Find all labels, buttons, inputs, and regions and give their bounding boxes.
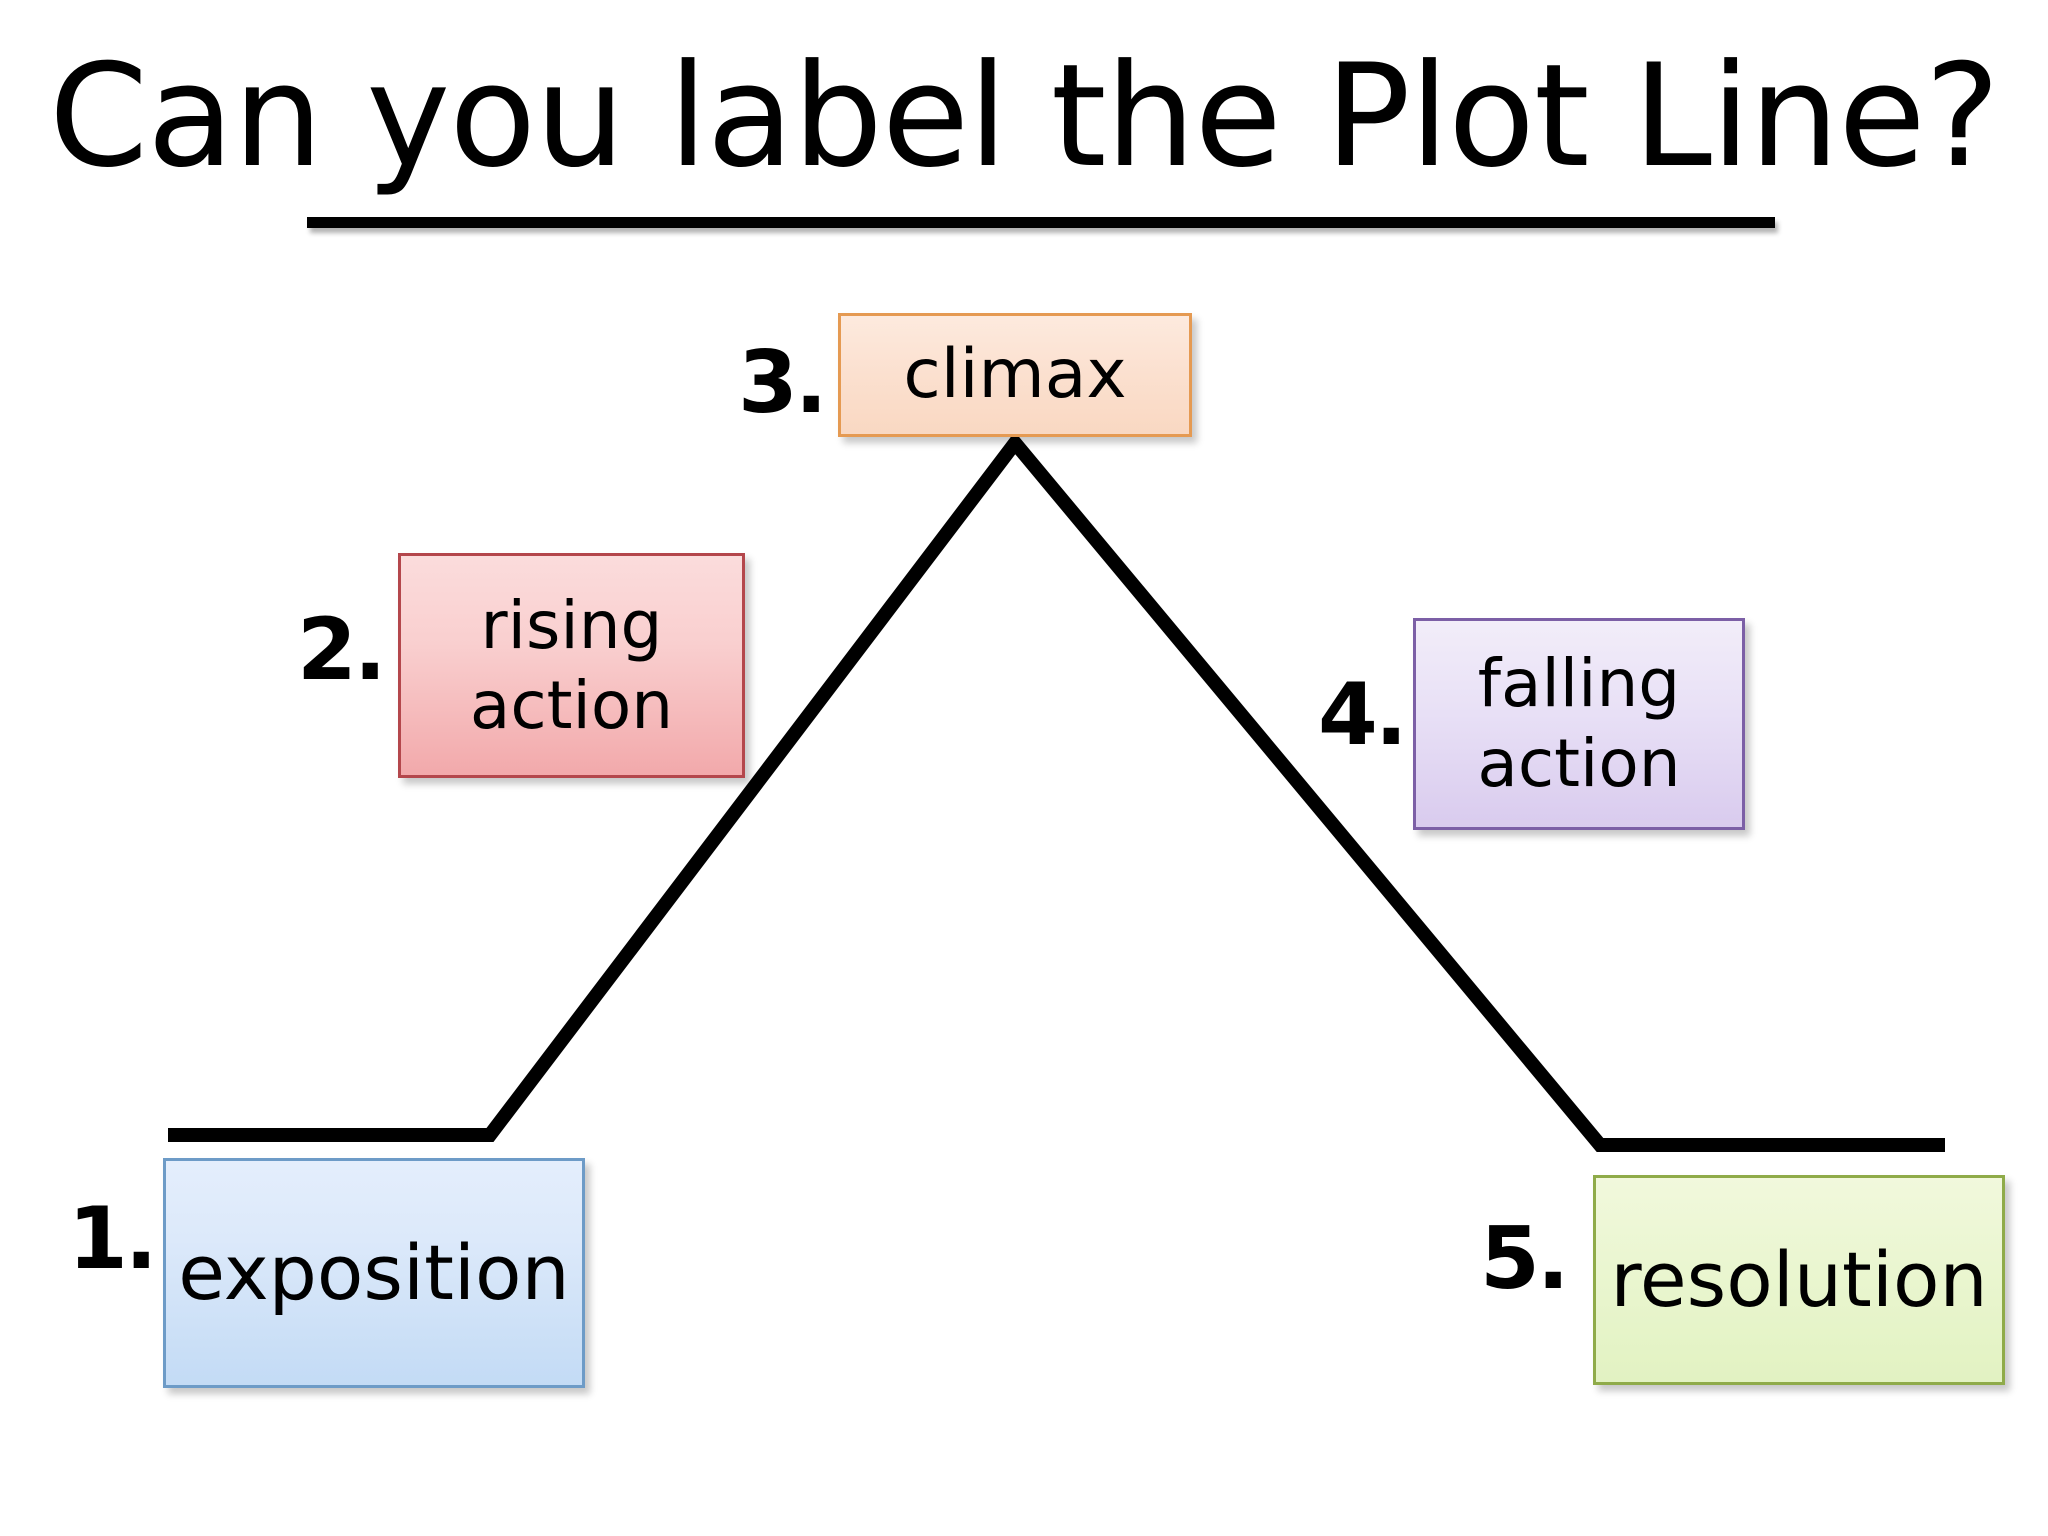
page-title: Can you label the Plot Line?	[48, 34, 2000, 199]
label-box-exposition-text: exposition	[178, 1228, 570, 1317]
step-number-4: 4.	[1318, 665, 1407, 765]
label-box-resolution-text: resolution	[1610, 1235, 1988, 1324]
plot-line-path	[168, 431, 1945, 1152]
label-box-rising-action[interactable]: rising action	[398, 553, 745, 778]
label-box-rising-action-text: rising action	[469, 586, 674, 744]
label-box-resolution[interactable]: resolution	[1593, 1175, 2005, 1385]
step-number-3: 3.	[738, 333, 827, 433]
step-number-5: 5.	[1480, 1209, 1569, 1309]
step-number-1: 1.	[68, 1189, 157, 1289]
step-number-2: 2.	[297, 600, 386, 700]
label-box-climax-text: climax	[903, 335, 1127, 414]
label-box-falling-action[interactable]: falling action	[1413, 618, 1745, 830]
label-box-climax[interactable]: climax	[838, 313, 1192, 437]
label-box-exposition[interactable]: exposition	[163, 1158, 585, 1388]
label-box-falling-action-text: falling action	[1477, 645, 1681, 802]
title-underline	[307, 217, 1775, 228]
